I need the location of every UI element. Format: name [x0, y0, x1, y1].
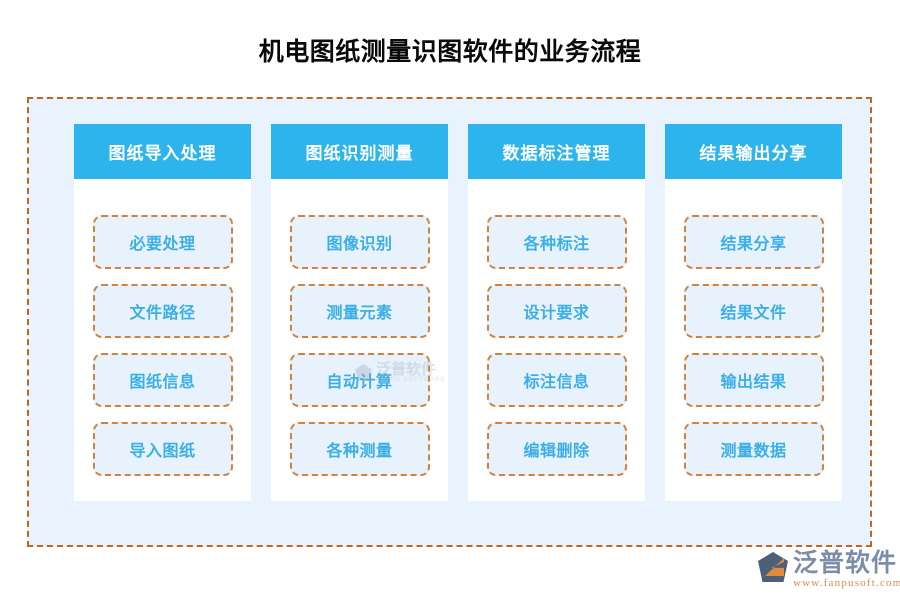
- page-title: 机电图纸测量识图软件的业务流程: [258, 38, 642, 66]
- column-header[interactable]: 数据标注管理: [468, 124, 645, 179]
- flow-item[interactable]: 编辑删除: [486, 422, 627, 476]
- flow-item[interactable]: 各种标注: [486, 215, 627, 269]
- flow-item[interactable]: 结果文件: [683, 284, 824, 338]
- flow-item[interactable]: 标注信息: [486, 353, 627, 407]
- brand-name: 泛普软件: [793, 549, 898, 577]
- brand-logo: 泛普软件 www.fanpusoft.com: [758, 550, 900, 589]
- logo-pentagon-shape: [758, 552, 788, 582]
- column-header[interactable]: 图纸识别测量: [271, 124, 448, 179]
- flow-column: 图纸导入处理必要处理文件路径图纸信息导入图纸: [74, 124, 251, 501]
- flow-item[interactable]: 文件路径: [92, 284, 233, 338]
- column-header[interactable]: 图纸导入处理: [74, 124, 251, 179]
- flow-item[interactable]: 结果分享: [683, 215, 824, 269]
- column-header[interactable]: 结果输出分享: [665, 124, 842, 179]
- flow-item[interactable]: 自动计算: [289, 353, 430, 407]
- column-item-list: 结果分享结果文件输出结果测量数据: [683, 215, 824, 476]
- flow-item[interactable]: 图像识别: [289, 215, 430, 269]
- flow-column: 数据标注管理各种标注设计要求标注信息编辑删除: [468, 124, 645, 501]
- flow-item[interactable]: 必要处理: [92, 215, 233, 269]
- flow-diagram-panel: 图纸导入处理必要处理文件路径图纸信息导入图纸图纸识别测量图像识别测量元素自动计算…: [27, 97, 872, 547]
- brand-text: 泛普软件 www.fanpusoft.com: [793, 549, 900, 590]
- flow-column: 结果输出分享结果分享结果文件输出结果测量数据: [665, 124, 842, 501]
- flow-item[interactable]: 输出结果: [683, 353, 824, 407]
- flow-column: 图纸识别测量图像识别测量元素自动计算各种测量: [271, 124, 448, 501]
- brand-url: www.fanpusoft.com: [793, 577, 900, 590]
- flow-item[interactable]: 导入图纸: [92, 422, 233, 476]
- flow-item[interactable]: 测量数据: [683, 422, 824, 476]
- flow-item[interactable]: 测量元素: [289, 284, 430, 338]
- column-item-list: 图像识别测量元素自动计算各种测量: [289, 215, 430, 476]
- flow-columns: 图纸导入处理必要处理文件路径图纸信息导入图纸图纸识别测量图像识别测量元素自动计算…: [74, 124, 842, 501]
- column-item-list: 必要处理文件路径图纸信息导入图纸: [92, 215, 233, 476]
- column-item-list: 各种标注设计要求标注信息编辑删除: [486, 215, 627, 476]
- flow-item[interactable]: 设计要求: [486, 284, 627, 338]
- flow-item[interactable]: 图纸信息: [92, 353, 233, 407]
- flow-item[interactable]: 各种测量: [289, 422, 430, 476]
- fanpu-logo-icon: [758, 552, 788, 582]
